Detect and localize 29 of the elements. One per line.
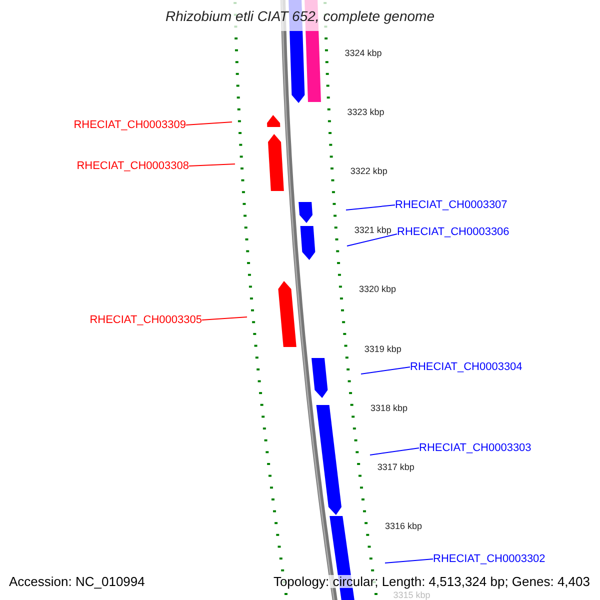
gene-label: RHECIAT_CH0003308 xyxy=(76,159,189,173)
leader-line xyxy=(186,122,232,126)
scale-label: 3321 kbp xyxy=(354,226,392,236)
genome-stats-text: Topology: circular; Length: 4,513,324 bp; Genes: 4,403 xyxy=(273,575,590,588)
scale-label: 3319 kbp xyxy=(364,344,402,354)
gene-label: RHECIAT_CH0003305 xyxy=(90,313,202,327)
scale-label: 3316 kbp xyxy=(384,522,422,531)
leader-line xyxy=(360,366,410,374)
gene-label: RHECIAT_CH0003307 xyxy=(395,198,508,212)
gene-label: RHECIAT_CH0003303 xyxy=(419,441,532,455)
gene-label: RHECIAT_CH0003304 xyxy=(410,360,522,374)
gene-label: RHECIAT_CH0003306 xyxy=(397,225,510,239)
gene-label: RHECIAT_CH0003309 xyxy=(74,118,186,132)
leader-line xyxy=(384,558,434,564)
scale-label: 3315 kbp xyxy=(393,591,430,600)
scale-label: 3322 kbp xyxy=(350,167,388,176)
scale-label: 3318 kbp xyxy=(370,404,408,413)
accession-text: Accession: NC_010994 xyxy=(9,575,145,588)
leader-line xyxy=(188,164,236,166)
leader-line xyxy=(346,234,398,246)
scale-label: 3320 kbp xyxy=(359,285,396,294)
gene-label: RHECIAT_CH0003302 xyxy=(433,552,546,566)
leader-line xyxy=(346,204,396,210)
scale-label: 3317 kbp xyxy=(377,462,414,472)
scale-label: 3323 kbp xyxy=(347,108,384,118)
leader-line xyxy=(202,316,248,320)
genome-title: Rhizobium etli CIAT 652, complete genome xyxy=(166,9,434,26)
scale-label: 3324 kbp xyxy=(344,49,382,58)
leader-line xyxy=(370,448,420,456)
